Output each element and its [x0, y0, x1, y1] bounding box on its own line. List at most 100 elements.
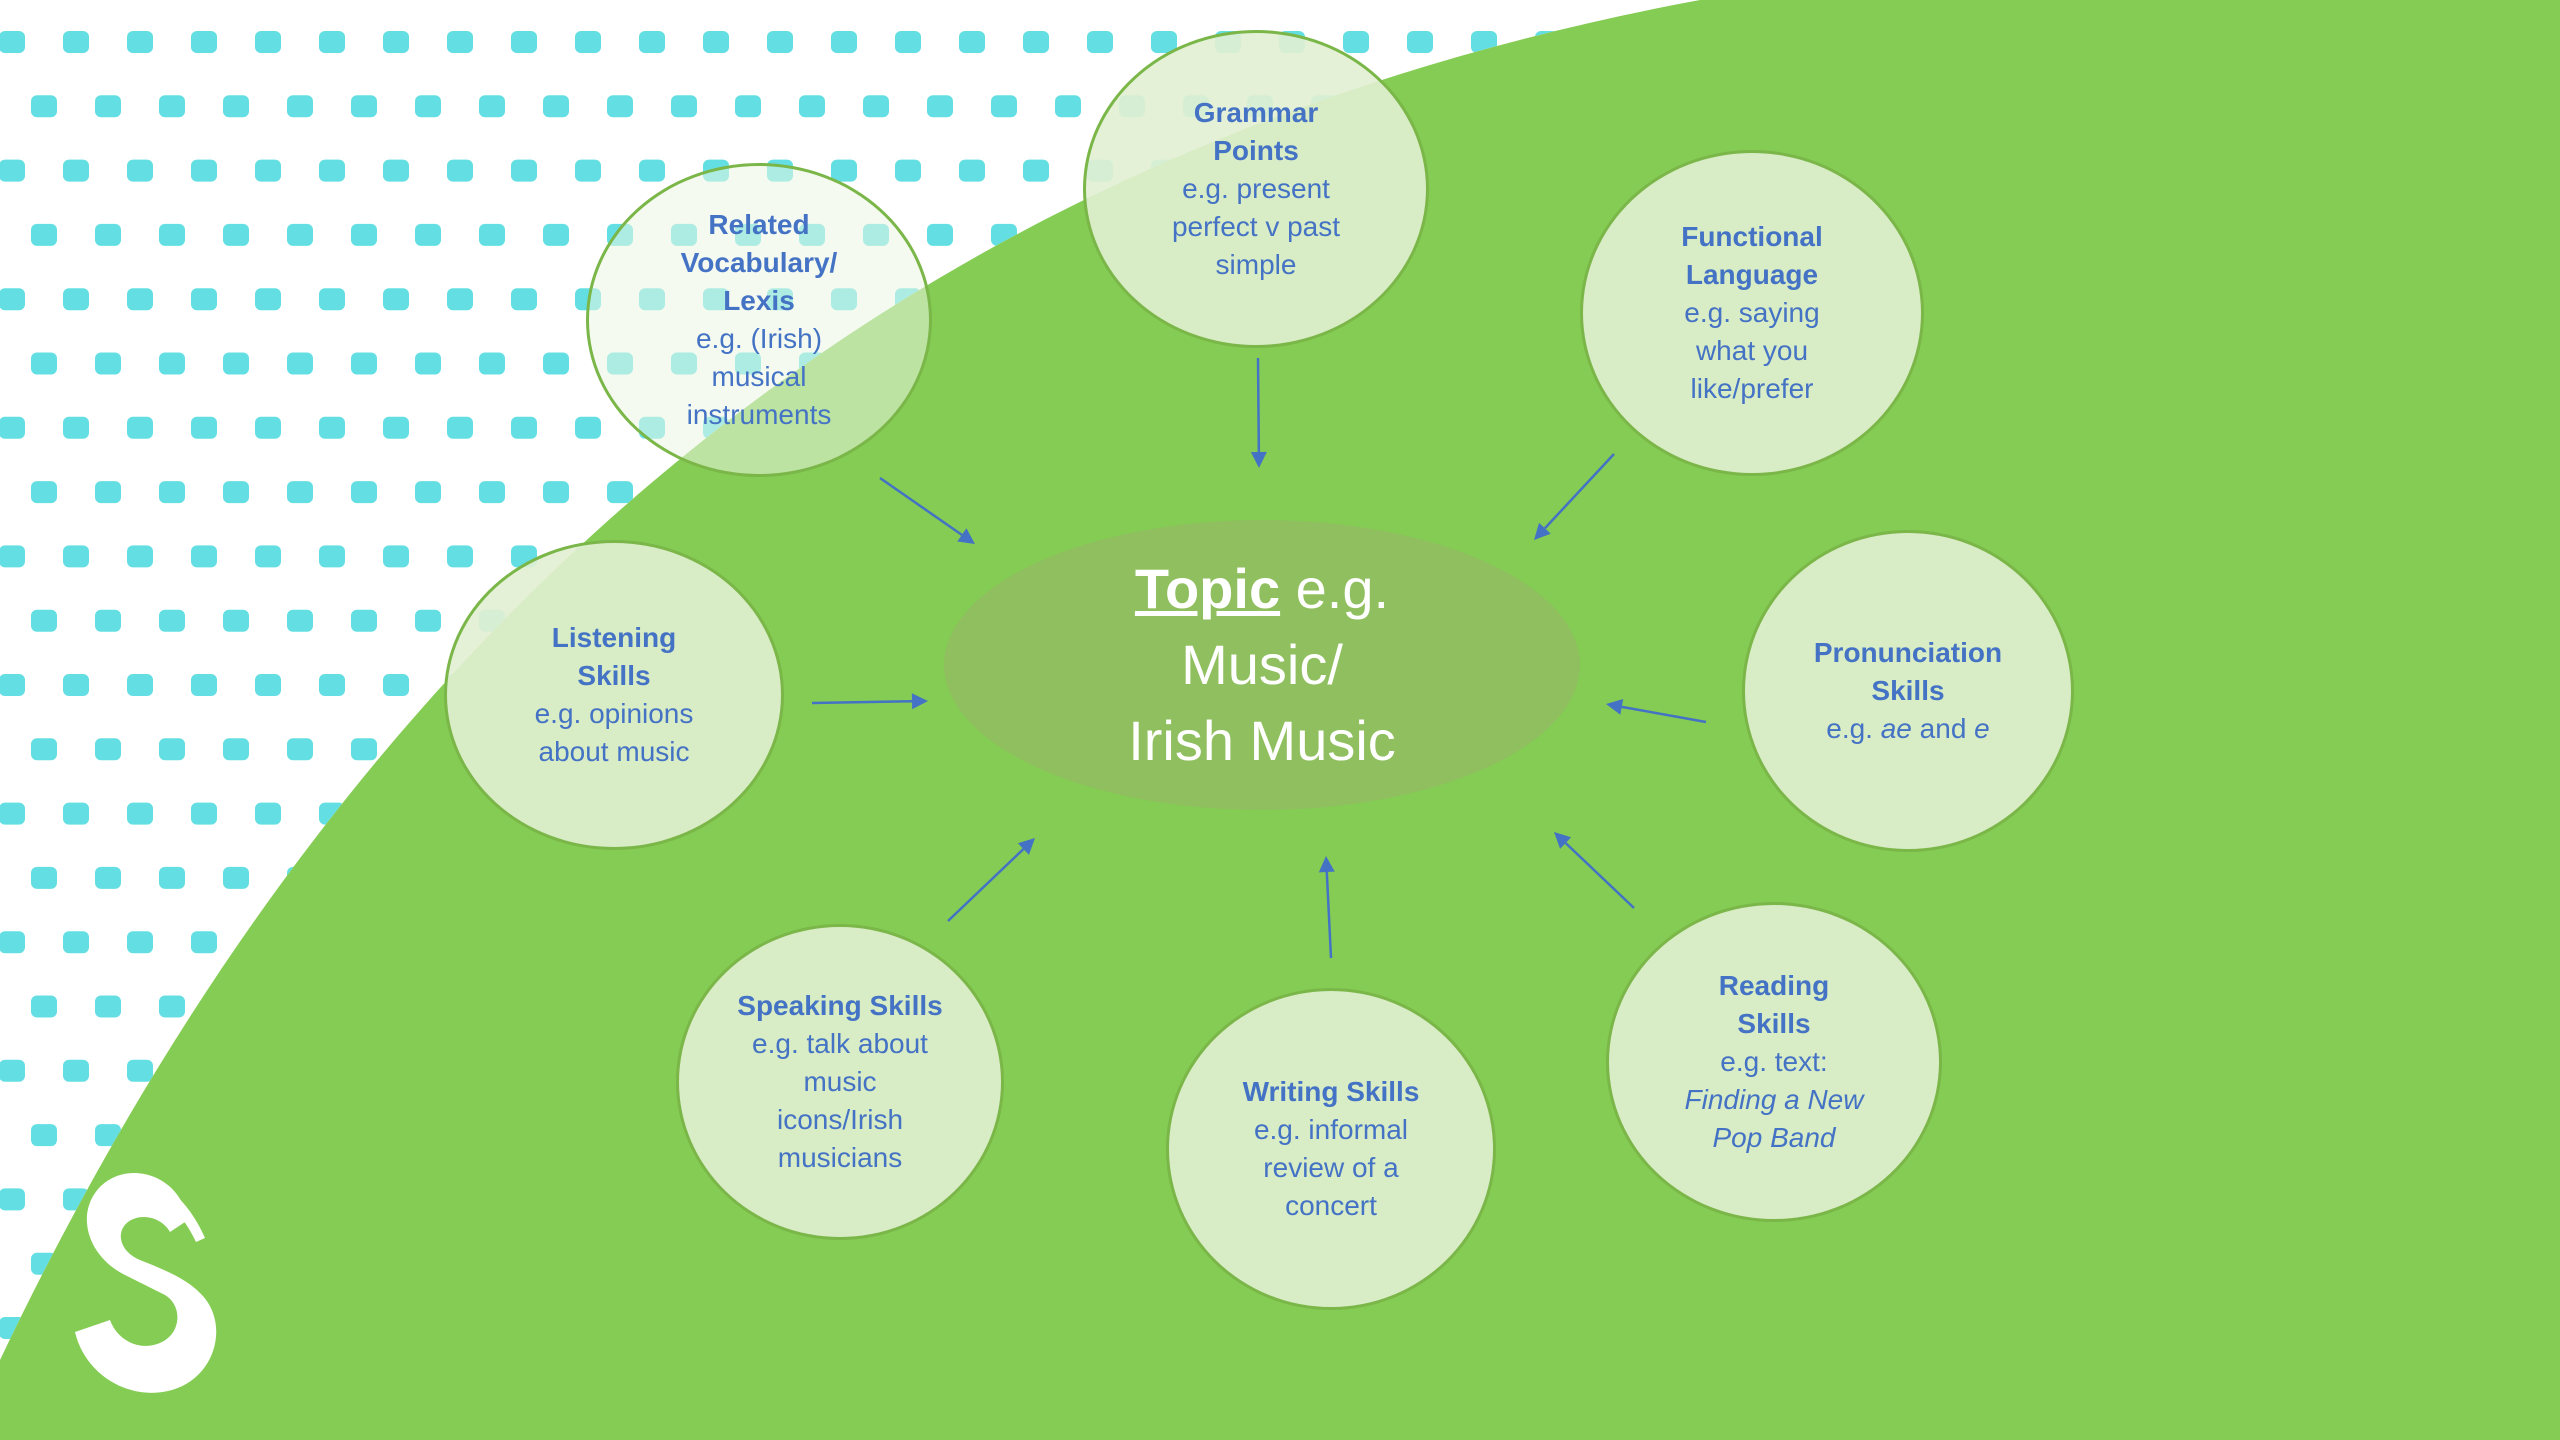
pattern-dot: [287, 609, 313, 632]
arrows: [811, 357, 1707, 959]
node-example: e.g. text:: [1720, 1046, 1828, 1077]
pattern-dot: [0, 1188, 25, 1211]
topic-word: Topic: [1134, 557, 1281, 620]
pattern-dot: [479, 352, 505, 375]
node-example: musicians: [777, 1142, 903, 1173]
pattern-dot: [127, 288, 153, 311]
pattern-dot: [319, 288, 345, 311]
pattern-dot: [0, 931, 25, 954]
pattern-dot: [447, 545, 473, 568]
pattern-dot: [0, 545, 25, 568]
node-related-vocabulary: Related Vocabulary/ Lexis e.g. (Irish) m…: [586, 163, 932, 477]
pattern-dot: [95, 1124, 121, 1147]
pattern-dot: [255, 674, 281, 696]
pattern-dot: [159, 481, 185, 504]
pattern-dot: [191, 288, 217, 311]
pattern-dot: [255, 416, 281, 439]
pattern-dot: [895, 159, 921, 182]
pattern-dot: [319, 545, 345, 568]
pattern-dot: [543, 352, 569, 375]
pattern-dot: [863, 95, 889, 118]
example-ae: ae: [1880, 713, 1912, 744]
pattern-dot: [95, 481, 121, 504]
pattern-dot: [831, 159, 857, 182]
pattern-dot: [0, 674, 25, 696]
pattern-dot: [0, 416, 25, 439]
example-prefix: e.g.: [1826, 713, 1881, 744]
pattern-dot: [607, 481, 633, 504]
node-title: Related: [708, 209, 810, 240]
node-title: Skills: [1871, 675, 1945, 706]
pattern-dot: [223, 352, 249, 375]
pattern-dot: [31, 95, 57, 118]
pattern-dot: [511, 416, 537, 439]
node-example: e.g. informal: [1253, 1114, 1409, 1145]
pattern-dot: [127, 31, 153, 53]
node-example: like/prefer: [1690, 373, 1814, 404]
pattern-dot: [415, 481, 441, 504]
pattern-dot: [127, 416, 153, 439]
node-speaking-skills: Speaking Skills e.g. talk about music ic…: [676, 924, 1004, 1240]
pattern-dot: [639, 159, 665, 182]
pattern-dot: [63, 31, 89, 53]
pattern-dot: [0, 802, 25, 825]
pattern-dot: [319, 159, 345, 182]
pattern-dot: [63, 802, 89, 825]
pattern-dot: [735, 95, 761, 118]
pattern-dot: [127, 1059, 153, 1082]
pattern-dot: [191, 416, 217, 439]
pattern-dot: [191, 674, 217, 696]
pattern-dot: [511, 159, 537, 182]
pattern-dot: [31, 223, 57, 246]
pattern-dot: [63, 931, 89, 954]
pattern-dot: [351, 223, 377, 246]
pattern-dot: [159, 223, 185, 246]
pattern-dot: [319, 31, 345, 53]
s-swan-logo-icon: [75, 1172, 217, 1393]
node-title: Pronunciation: [1813, 637, 2003, 668]
pattern-dot: [1023, 159, 1049, 182]
pattern-dot: [479, 223, 505, 246]
pattern-dot: [639, 31, 665, 53]
pattern-dot: [191, 31, 217, 53]
pattern-dot: [223, 95, 249, 118]
pattern-dot: [95, 995, 121, 1018]
pattern-dot: [127, 159, 153, 182]
pattern-dot: [703, 31, 729, 53]
node-example: simple: [1215, 249, 1297, 280]
pattern-dot: [415, 609, 441, 632]
pattern-dot: [543, 481, 569, 504]
pattern-dot: [159, 866, 185, 889]
pattern-dot: [607, 95, 633, 118]
pattern-dot: [191, 931, 217, 954]
pattern-dot: [895, 31, 921, 53]
pattern-dot: [383, 288, 409, 311]
node-example: e.g. present: [1182, 173, 1330, 204]
node-example: e.g. saying: [1684, 297, 1820, 328]
central-topic-line-3: Irish Music: [1128, 709, 1396, 772]
node-title: Speaking Skills: [737, 990, 943, 1021]
pattern-dot: [511, 288, 537, 311]
pattern-dot: [287, 95, 313, 118]
pattern-dot: [31, 995, 57, 1018]
pattern-dot: [0, 288, 25, 311]
pattern-dot: [255, 802, 281, 825]
central-topic-line-2: Music/: [1181, 633, 1343, 696]
node-example: perfect v past: [1171, 211, 1341, 242]
pattern-dot: [0, 1059, 25, 1082]
pattern-dot: [95, 223, 121, 246]
pattern-dot: [575, 31, 601, 53]
central-topic: Topic e.g. Music/ Irish Music: [944, 520, 1580, 810]
pattern-dot: [255, 31, 281, 53]
pattern-dot: [1343, 31, 1369, 53]
node-title: Vocabulary/: [680, 247, 838, 278]
pattern-dot: [63, 674, 89, 696]
pattern-dot: [223, 609, 249, 632]
arrow-from-listening: [811, 693, 928, 710]
pattern-dot: [159, 95, 185, 118]
pattern-dot: [351, 609, 377, 632]
node-title: Language: [1685, 259, 1819, 290]
pattern-dot: [671, 95, 697, 118]
pattern-dot: [351, 352, 377, 375]
